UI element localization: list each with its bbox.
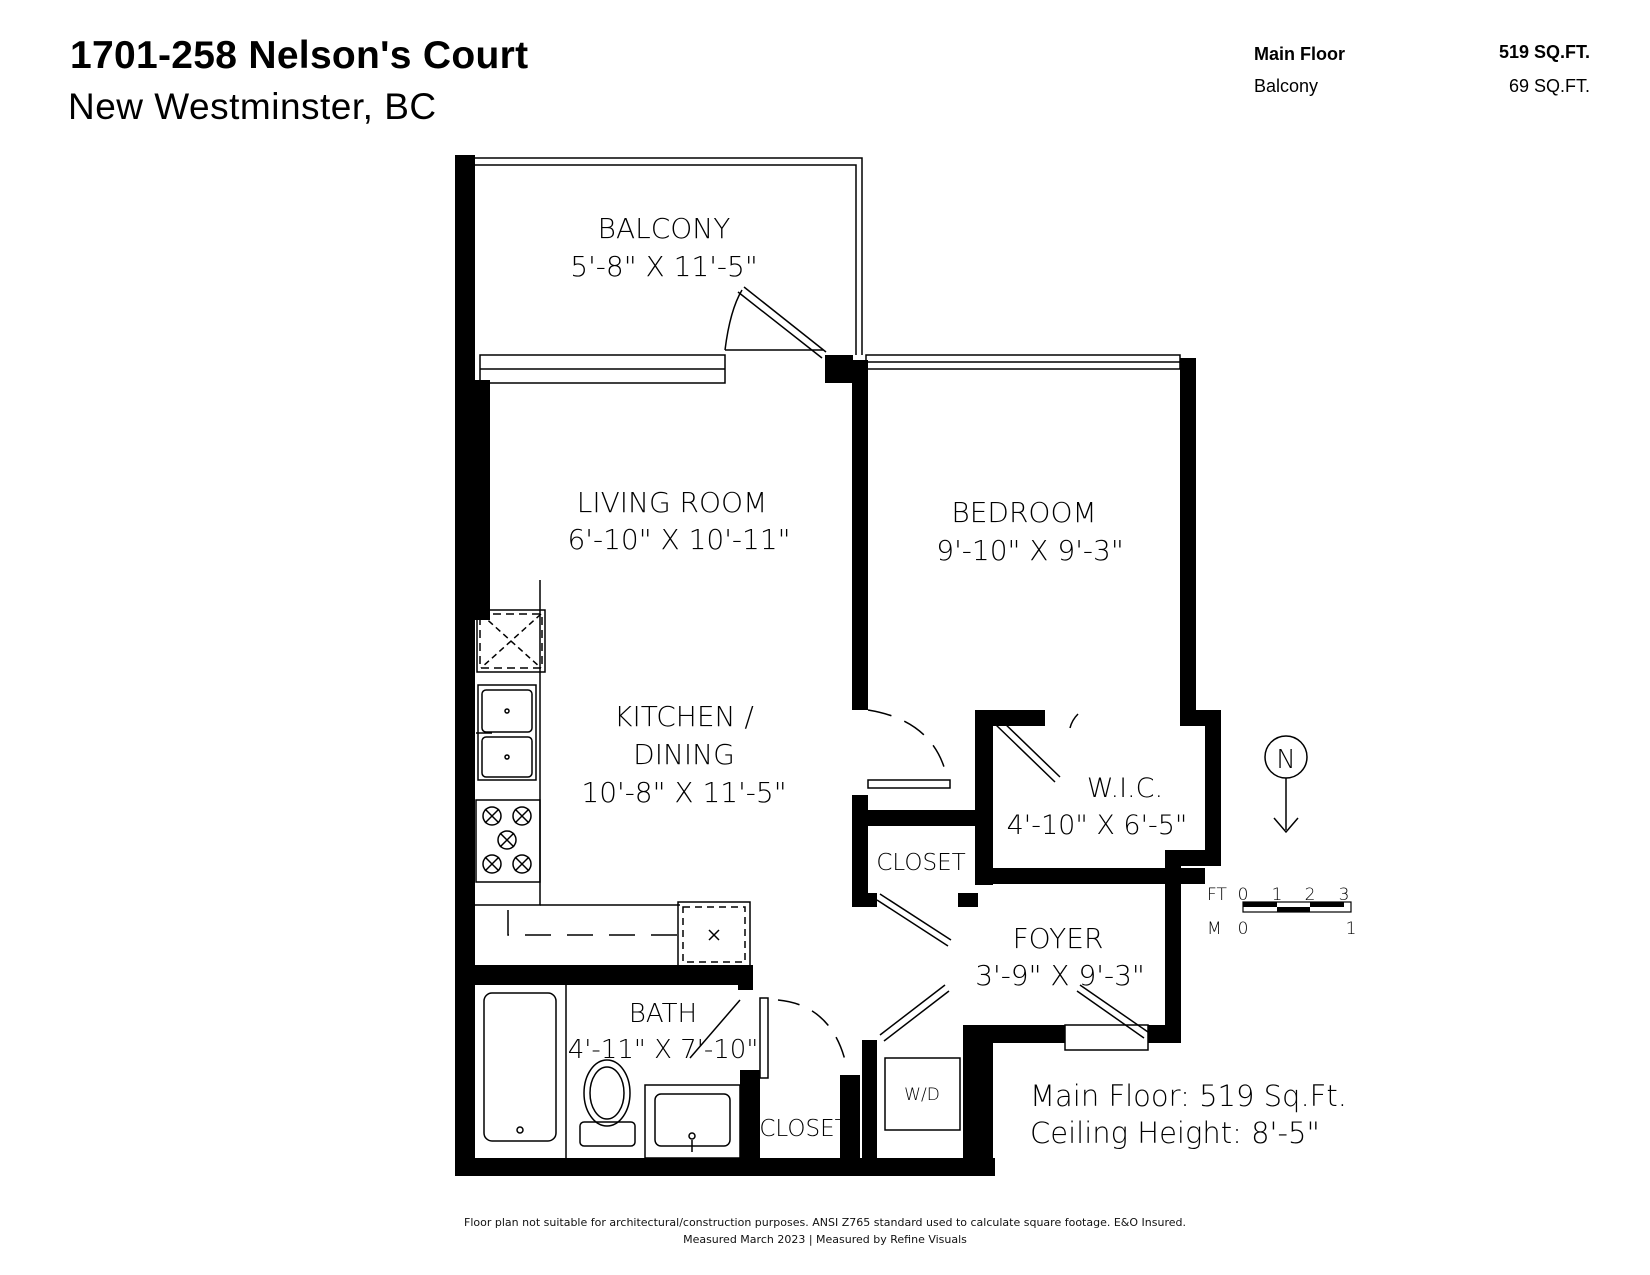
scale-ft-3: 3	[1339, 885, 1350, 905]
living-name: LIVING ROOM	[577, 486, 768, 519]
washer-dryer	[884, 1057, 961, 1131]
bath-fixtures	[483, 985, 741, 1159]
footer-measured: Measured March 2023 | Measured by Refine…	[683, 1233, 967, 1246]
wic-name: W.I.C.	[1087, 773, 1163, 804]
kitchen-name-1: KITCHEN /	[614, 700, 754, 733]
bath-door	[689, 997, 846, 1079]
scale-m-1: 1	[1346, 919, 1357, 939]
foyer-doors	[879, 984, 1149, 1051]
wic-door	[994, 713, 1079, 783]
kitchen-name-2: DINING	[633, 738, 735, 771]
foyer-name: FOYER	[1013, 922, 1104, 955]
scale-ft-1: 1	[1272, 885, 1283, 905]
area-main-floor-value: 519 SQ.FT.	[1498, 42, 1590, 62]
property-city: New Westminster, BC	[68, 86, 437, 127]
scale-m-0: 0	[1238, 919, 1249, 939]
bedroom-name: BEDROOM	[951, 496, 1096, 529]
summary-main-floor: Main Floor: 519 Sq.Ft.	[1030, 1079, 1347, 1113]
area-balcony-label: Balcony	[1254, 76, 1319, 96]
bedroom-dims: 9'-10" X 9'-3"	[936, 534, 1123, 567]
kitchen-dims: 10'-8" X 11'-5"	[581, 776, 786, 809]
living-dims: 6'-10" X 10'-11"	[567, 523, 790, 556]
balcony-door	[724, 286, 827, 359]
wd-name: W/D	[904, 1085, 940, 1105]
walls	[455, 155, 1221, 1176]
scale-m-label: M	[1207, 919, 1222, 939]
bath-dims: 4'-11" X 7'-10"	[568, 1035, 759, 1065]
footer-disclaimer: Floor plan not suitable for architectura…	[464, 1216, 1186, 1229]
property-address: 1701-258 Nelson's Court	[70, 34, 529, 77]
area-main-floor-label: Main Floor	[1254, 44, 1345, 64]
foyer-dims: 3'-9" X 9'-3"	[975, 959, 1145, 992]
wic-dims: 4'-10" X 6'-5"	[1007, 810, 1188, 841]
kitchen-counter	[475, 580, 751, 968]
closet2-name: CLOSET	[759, 1116, 848, 1142]
balcony-dims: 5'-8" X 11'-5"	[570, 250, 757, 283]
scale-bar	[1242, 901, 1352, 913]
scale-ft-2: 2	[1305, 885, 1316, 905]
windows	[479, 354, 1181, 384]
area-balcony-value: 69 SQ.FT.	[1508, 76, 1590, 96]
closet-door	[876, 893, 952, 947]
balcony-name: BALCONY	[598, 212, 731, 245]
closet1-name: CLOSET	[876, 850, 965, 876]
scale-ft-0: 0	[1238, 885, 1249, 905]
bedroom-door	[867, 709, 951, 789]
compass-letter: N	[1276, 745, 1295, 775]
scale-ft-label: FT	[1207, 885, 1227, 905]
balcony-railing	[475, 157, 863, 355]
summary-ceiling-height: Ceiling Height: 8'-5"	[1030, 1116, 1320, 1150]
compass	[1264, 735, 1308, 834]
bath-name: BATH	[629, 999, 697, 1029]
